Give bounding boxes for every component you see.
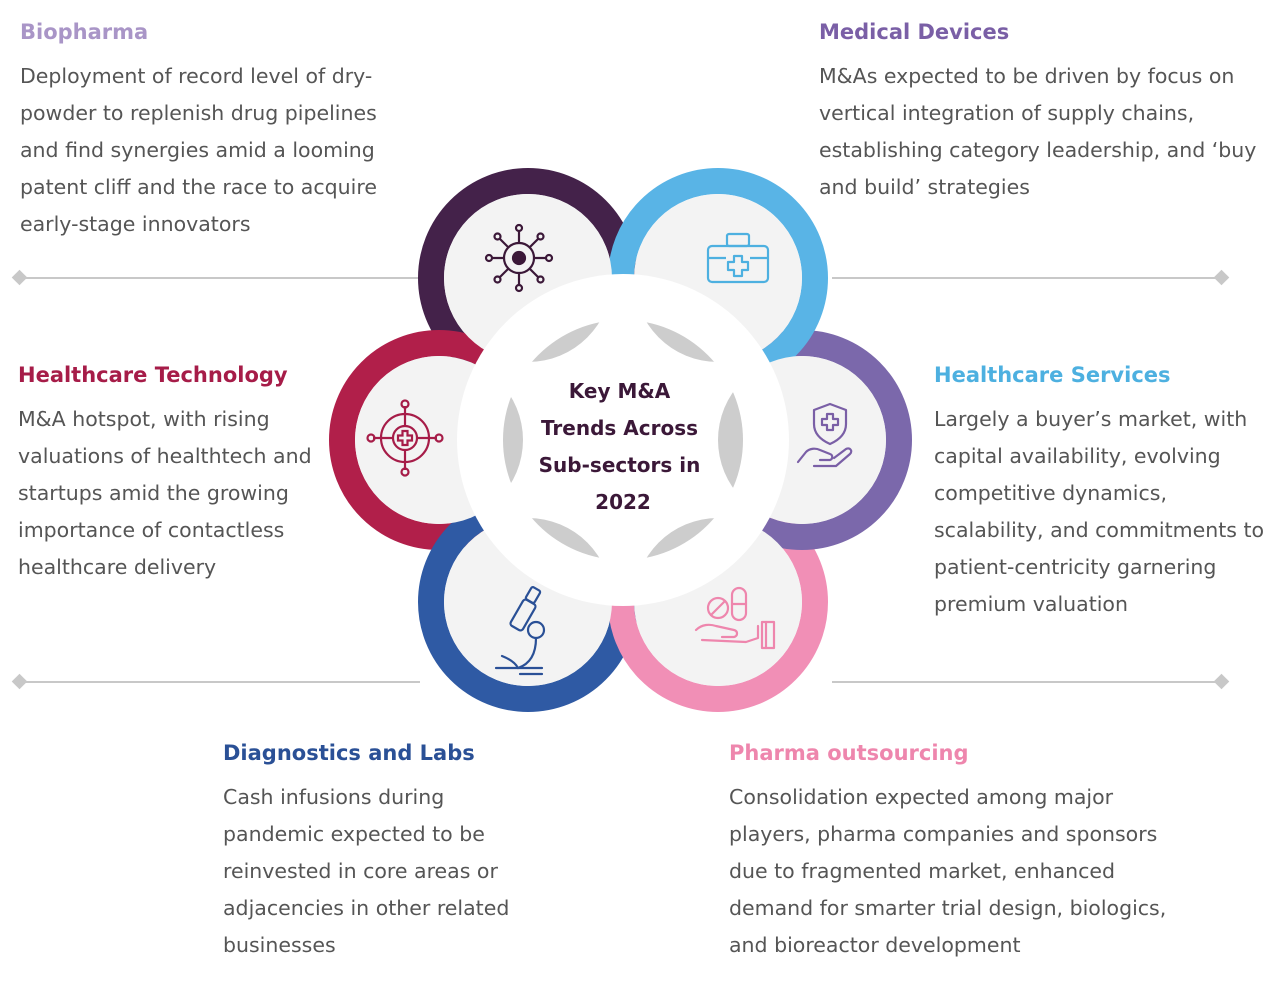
center-disk <box>527 344 719 536</box>
sector-pharma-outsourcing: Pharma outsourcing Consolidation expecte… <box>729 741 1199 964</box>
center-label: Key M&A Trends Across Sub-sectors in 202… <box>539 379 708 514</box>
divider-diamond <box>1213 673 1230 690</box>
sector-title: Biopharma <box>20 20 149 44</box>
sector-title: Pharma outsourcing <box>729 741 969 765</box>
sector-title: Healthcare Technology <box>18 363 288 387</box>
divider-diamond <box>1213 269 1230 286</box>
sector-biopharma: Biopharma Deployment of record level of … <box>20 20 420 243</box>
medical-kit-icon <box>706 232 770 284</box>
sector-healthcare-services: Healthcare Services Largely a buyer’s ma… <box>934 363 1274 623</box>
sector-description: M&A hotspot, with rising valuations of h… <box>18 407 312 579</box>
sector-description: Deployment of record level of dry-powder… <box>20 64 377 236</box>
sector-healthcare-technology: Healthcare Technology M&A hotspot, with … <box>18 363 318 586</box>
center-line: Key M&A <box>569 379 671 403</box>
sector-description: Cash infusions during pandemic expected … <box>223 785 510 957</box>
divider-lines <box>11 269 1230 690</box>
sector-medical-devices: Medical Devices M&As expected to be driv… <box>819 20 1259 206</box>
divider-diamond <box>11 269 28 286</box>
sector-title: Healthcare Services <box>934 363 1171 387</box>
divider-diamond <box>11 673 28 690</box>
sector-description: M&As expected to be driven by focus on v… <box>819 64 1257 199</box>
crosshair-medical-icon <box>366 399 444 477</box>
center-line: Sub-sectors in <box>539 453 701 477</box>
center-line: 2022 <box>595 490 651 514</box>
pills-hand-icon <box>694 586 776 650</box>
microscope-icon <box>494 586 546 676</box>
shield-hand-icon <box>796 402 853 468</box>
center-line: Trends Across <box>541 416 698 440</box>
sector-title: Medical Devices <box>819 20 1010 44</box>
virus-icon <box>484 223 554 293</box>
sector-description: Largely a buyer’s market, with capital a… <box>934 407 1265 616</box>
sector-description: Consolidation expected among major playe… <box>729 785 1167 957</box>
sector-title: Diagnostics and Labs <box>223 741 475 765</box>
sector-diagnostics-labs: Diagnostics and Labs Cash infusions duri… <box>223 741 543 964</box>
